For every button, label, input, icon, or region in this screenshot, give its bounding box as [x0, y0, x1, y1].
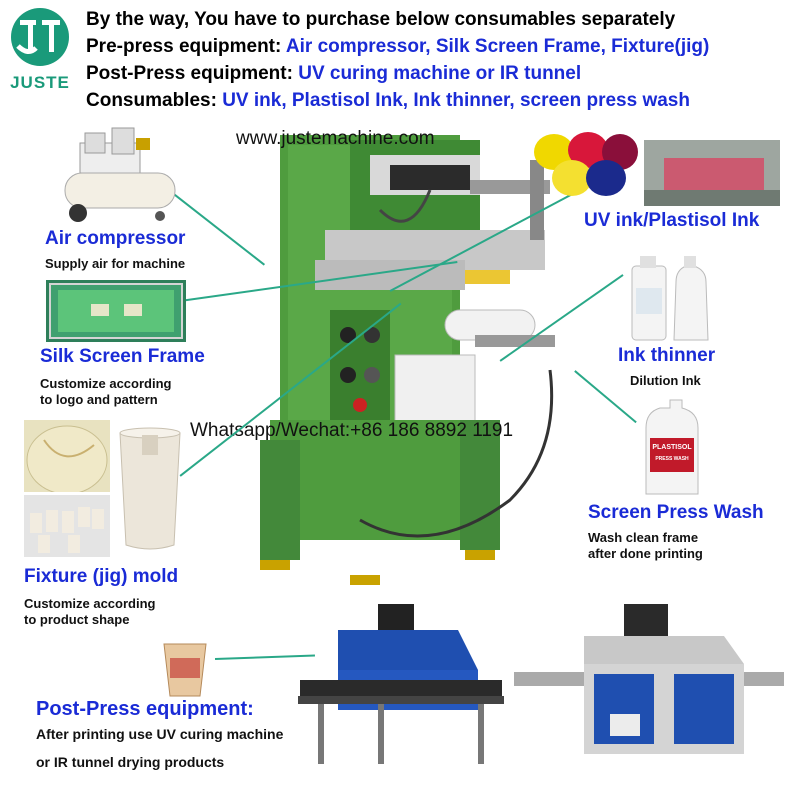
header-line-1: By the way, You have to purchase below c… [86, 9, 676, 30]
silk-screen-frame-image [46, 280, 186, 342]
fixture-desc-1: Customize according [24, 596, 156, 611]
air-compressor-image [60, 118, 180, 228]
ink-printing-image [644, 140, 780, 206]
uv-curing-machine-image [298, 600, 504, 770]
press-wash-bottle-image: PLASTISOL PRESS WASH [640, 398, 702, 498]
logo-mark-icon [11, 8, 69, 66]
ink-cans-image [532, 130, 640, 200]
press-wash-title: Screen Press Wash [588, 502, 764, 523]
ir-tunnel-image [514, 604, 784, 764]
post-press-desc-1: After printing use UV curing machine [36, 726, 284, 742]
screen-printing-machine-image [230, 120, 570, 590]
fixture-title: Fixture (jig) mold [24, 566, 179, 587]
silk-screen-desc-2: to logo and pattern [40, 392, 158, 407]
connector-press-wash [574, 370, 637, 423]
contact-info[interactable]: Whatsapp/Wechat:+86 186 8892 1191 [190, 420, 514, 441]
fixture-closeup-image [24, 420, 110, 492]
press-wash-desc-1: Wash clean frame [588, 530, 699, 545]
post-press-title: Post-Press equipment: [36, 698, 254, 720]
silk-screen-desc-1: Customize according [40, 376, 172, 391]
header-line-3-value: UV curing machine or IR tunnel [292, 63, 582, 84]
press-wash-bottle-brand: PLASTISOL [652, 444, 692, 451]
air-compressor-desc: Supply air for machine [45, 256, 186, 271]
fixture-set-image [24, 495, 110, 557]
logo: JUSTE [6, 6, 74, 92]
website-url[interactable]: www.justemachine.com [236, 128, 435, 149]
uv-ink-title: UV ink/Plastisol Ink [584, 210, 760, 231]
air-compressor-title: Air compressor [45, 228, 186, 249]
brand-name: JUSTE [10, 73, 70, 92]
header-line-3-label: Post-Press equipment: [86, 63, 293, 84]
fixture-desc-2: to product shape [24, 612, 130, 627]
header-line-2-value: Air compressor, Silk Screen Frame, Fixtu… [281, 36, 710, 57]
post-press-desc-2: or IR tunnel drying products [36, 754, 225, 770]
printed-cup-image [160, 640, 210, 698]
header-line-2: Pre-press equipment: Air compressor, Sil… [86, 35, 709, 59]
silk-screen-title: Silk Screen Frame [40, 346, 205, 367]
press-wash-desc-2: after done printing [588, 546, 703, 561]
header-line-4-value: UV ink, Plastisol Ink, Ink thinner, scre… [216, 90, 690, 111]
press-wash-bottle-label: PRESS WASH [655, 456, 689, 462]
ink-thinner-bottles-image [622, 252, 718, 344]
ink-thinner-title: Ink thinner [618, 345, 716, 366]
ink-thinner-desc: Dilution Ink [630, 373, 701, 388]
header-line-2-label: Pre-press equipment: [86, 36, 282, 57]
header-line-4-label: Consumables: [86, 90, 217, 111]
header-line-4: Consumables: UV ink, Plastisol Ink, Ink … [86, 89, 690, 113]
header-line-3: Post-Press equipment: UV curing machine … [86, 62, 581, 86]
fixture-mold-image [112, 425, 188, 555]
